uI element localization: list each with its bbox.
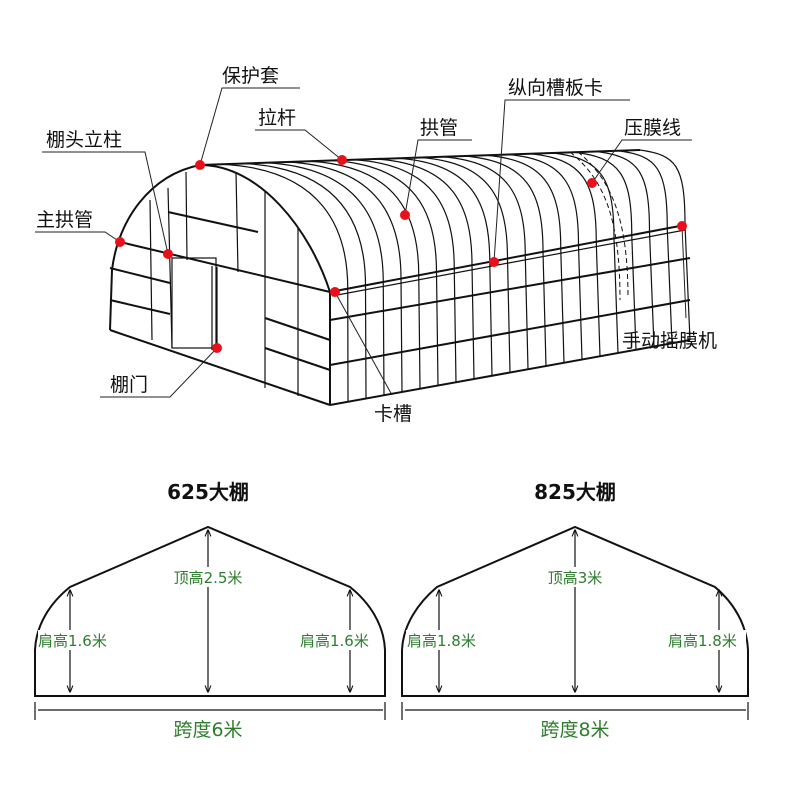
- arch-pipe: [397, 157, 493, 376]
- label-arch-pipe: 拱管: [420, 117, 458, 139]
- profile-title: 625大棚: [167, 480, 249, 504]
- marker-dot: [212, 343, 222, 353]
- span-label: 跨度6米: [173, 719, 242, 741]
- film-rope-line: [569, 151, 621, 301]
- label-film-roller: 手动摇膜机: [622, 330, 717, 352]
- shoulder-height-left-label: 肩高1.8米: [407, 632, 476, 650]
- shoulder-height-right-label: 肩高1.8米: [668, 632, 737, 650]
- arch-pipe: [441, 156, 529, 370]
- arch-pipe: [573, 151, 637, 350]
- front-crossbar: [109, 299, 171, 315]
- arch-pipe: [287, 161, 403, 393]
- arch-pipe: [595, 150, 655, 347]
- marker-dot: [330, 287, 340, 297]
- arch-pipe: [551, 152, 619, 354]
- label-film-rope: 压膜线: [624, 117, 681, 139]
- side-base-line: [329, 339, 691, 406]
- arch-pipe: [309, 160, 421, 389]
- ridge-tie-rod: [199, 149, 641, 166]
- side-clip-groove: [331, 229, 686, 297]
- arch-pipe: [265, 162, 385, 396]
- side-crossbar: [329, 299, 691, 366]
- arch-pipe: [507, 153, 583, 360]
- marker-dot: [195, 160, 205, 170]
- front-base-line: [109, 329, 331, 406]
- leader-lines: [35, 87, 692, 398]
- profile-625: 625大棚 顶高2.5米 肩高1.6米 肩高1.6米 跨度6米: [34, 480, 386, 741]
- door-lintel: [167, 211, 259, 233]
- label-gable-post: 棚头立柱: [46, 129, 122, 151]
- marker-dot: [489, 257, 499, 267]
- gable-post: [235, 171, 239, 273]
- arch-pipe: [375, 158, 475, 380]
- arch-pipe: [243, 162, 367, 399]
- side-crossbar: [329, 257, 691, 321]
- marker-dot: [163, 249, 173, 259]
- arch-pipes: [221, 149, 691, 402]
- marker-dot: [115, 237, 125, 247]
- top-height-label: 顶高2.5米: [174, 569, 243, 587]
- arch-pipe: [419, 156, 511, 373]
- label-tie-rod: 拉杆: [258, 107, 296, 129]
- label-clip-groove: 卡槽: [374, 403, 412, 425]
- gable-post: [149, 199, 153, 341]
- label-longitudinal-clip: 纵向槽板卡: [508, 77, 603, 99]
- arch-pipe: [639, 149, 691, 341]
- door: [171, 257, 217, 349]
- top-height-label: 顶高3米: [548, 569, 603, 587]
- marker-dot: [337, 155, 347, 165]
- gable-post: [185, 171, 188, 261]
- marker-dot: [587, 178, 597, 188]
- arch-pipe: [221, 163, 349, 402]
- label-main-arch: 主拱管: [36, 209, 93, 231]
- greenhouse-structure: [109, 149, 691, 406]
- gable-post: [167, 187, 173, 349]
- markers: [115, 155, 687, 353]
- side-clip-groove: [329, 224, 686, 293]
- front-crossbar: [109, 267, 171, 284]
- front-crossbar: [119, 241, 331, 293]
- span-label: 跨度8米: [540, 719, 609, 741]
- marker-dot: [677, 221, 687, 231]
- arch-pipe: [353, 159, 457, 383]
- arch-pipe: [485, 154, 565, 363]
- label-protective-sleeve: 保护套: [222, 65, 279, 87]
- arch-pipe: [463, 155, 547, 367]
- film-rope-line: [577, 151, 629, 299]
- profile-825: 825大棚 顶高3米 肩高1.8米 肩高1.8米 跨度8米: [401, 480, 749, 741]
- arch-pipe: [331, 159, 439, 386]
- profile-title: 825大棚: [534, 480, 616, 504]
- arch-pipe: [617, 150, 673, 344]
- marker-dot: [400, 210, 410, 220]
- label-door: 棚门: [110, 374, 148, 396]
- arch-pipe: [529, 153, 601, 357]
- profile-outline: [401, 525, 749, 697]
- shoulder-height-left-label: 肩高1.6米: [38, 632, 107, 650]
- profile-outline: [34, 525, 386, 697]
- shoulder-height-right-label: 肩高1.6米: [300, 632, 369, 650]
